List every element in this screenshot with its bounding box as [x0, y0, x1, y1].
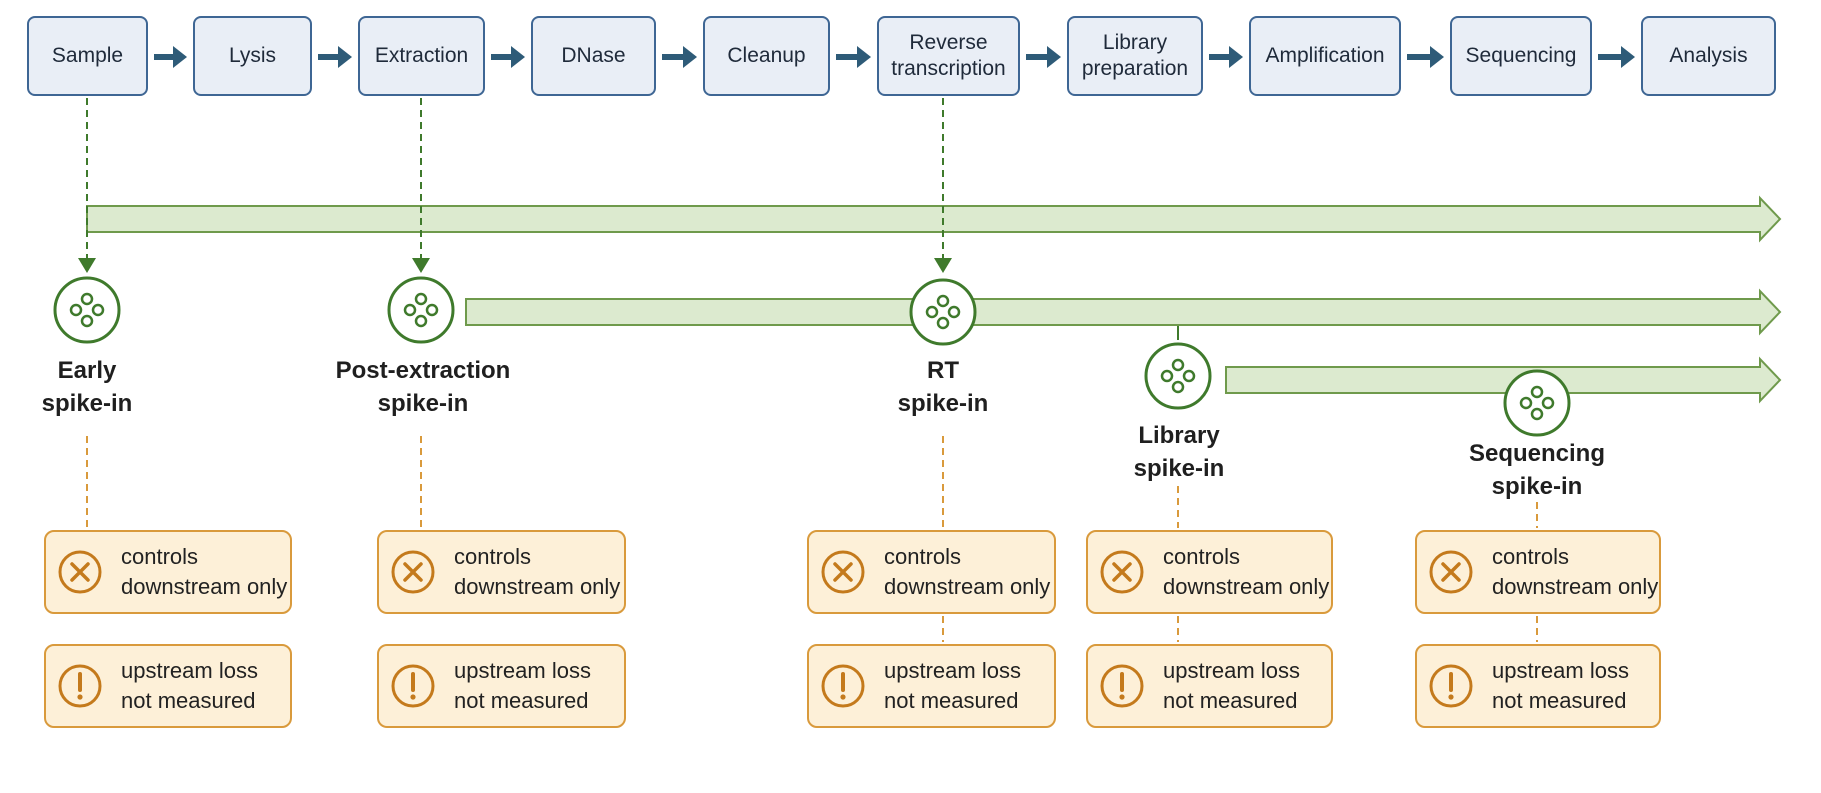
callout-text: controls downstream only [884, 544, 1051, 599]
arrow-right-icon [857, 46, 871, 68]
callout-upstream-rt: upstream loss not measured [807, 644, 1056, 728]
bead-icon [414, 314, 428, 328]
arrow-right-icon [1430, 46, 1444, 68]
callout-upstream-library: upstream loss not measured [1086, 644, 1333, 728]
spike-in-marker-sequencing [1503, 369, 1571, 437]
arrow-right-icon [1621, 46, 1635, 68]
bead-icon [1182, 369, 1196, 383]
callout-text: upstream loss not measured [884, 658, 1021, 713]
bead-icon [1171, 380, 1185, 394]
callout-controls-library: controls downstream only [1086, 530, 1333, 614]
callout-controls-early: controls downstream only [44, 530, 292, 614]
bead-icon [1519, 396, 1533, 410]
step-analysis: Analysis [1641, 16, 1776, 96]
spike-label-rt: RT spike-in [897, 357, 989, 417]
bead-icon [1530, 407, 1544, 421]
step-lysis: Lysis [193, 16, 312, 96]
coverage-arrow-post-extraction [465, 288, 1782, 336]
callout-text: controls downstream only [1163, 544, 1330, 599]
spike-in-marker-library [1144, 342, 1212, 410]
exclamation-circle-icon [58, 664, 102, 708]
bead-icon [947, 305, 961, 319]
step-sequencing: Sequencing [1450, 16, 1592, 96]
step-sample: Sample [27, 16, 148, 96]
callout-upstream-sequencing: upstream loss not measured [1415, 644, 1661, 728]
bead-icon [80, 292, 94, 306]
coverage-arrow-library [1225, 356, 1782, 404]
callout-controls-rt: controls downstream only [807, 530, 1056, 614]
x-circle-icon [1429, 550, 1473, 594]
exclamation-circle-icon [391, 664, 435, 708]
step-dnase: DNase [531, 16, 656, 96]
callout-text: controls downstream only [1492, 544, 1659, 599]
x-circle-icon [821, 550, 865, 594]
x-circle-icon [58, 550, 102, 594]
callout-text: controls downstream only [121, 544, 288, 599]
bead-icon [1541, 396, 1555, 410]
spike-in-marker-rt [909, 278, 977, 346]
bead-icon [425, 303, 439, 317]
step-library-preparation: Library preparation [1067, 16, 1203, 96]
spike-label-sequencing: Sequencing spike-in [1468, 440, 1606, 500]
callout-text: upstream loss not measured [121, 658, 258, 713]
step-reverse-transcription: Reverse transcription [877, 16, 1020, 96]
exclamation-circle-icon [1100, 664, 1144, 708]
bead-icon [414, 292, 428, 306]
spike-label-early: Early spike-in [41, 357, 133, 417]
coverage-arrow-early [86, 195, 1782, 243]
bead-icon [403, 303, 417, 317]
arrow-right-icon [1047, 46, 1061, 68]
bead-icon [80, 314, 94, 328]
bead-icon [936, 316, 950, 330]
exclamation-circle-icon [1429, 664, 1473, 708]
callout-text: upstream loss not measured [454, 658, 591, 713]
spike-in-marker-post-extraction [387, 276, 455, 344]
step-amplification: Amplification [1249, 16, 1401, 96]
callout-text: upstream loss not measured [1492, 658, 1629, 713]
bead-icon [91, 303, 105, 317]
callout-controls-post-extraction: controls downstream only [377, 530, 626, 614]
arrow-down-icon [412, 258, 430, 273]
callout-upstream-early: upstream loss not measured [44, 644, 292, 728]
x-circle-icon [1100, 550, 1144, 594]
spike-in-marker-early [53, 276, 121, 344]
arrow-right-icon [173, 46, 187, 68]
spike-label-post-extraction: Post-extraction spike-in [335, 357, 511, 417]
callout-controls-sequencing: controls downstream only [1415, 530, 1661, 614]
step-cleanup: Cleanup [703, 16, 830, 96]
bead-icon [1530, 385, 1544, 399]
step-extraction: Extraction [358, 16, 485, 96]
exclamation-circle-icon [821, 664, 865, 708]
callout-upstream-post-extraction: upstream loss not measured [377, 644, 626, 728]
callout-text: upstream loss not measured [1163, 658, 1300, 713]
arrow-down-icon [78, 258, 96, 273]
arrow-right-icon [1229, 46, 1243, 68]
bead-icon [1160, 369, 1174, 383]
bead-icon [69, 303, 83, 317]
callout-text: controls downstream only [454, 544, 621, 599]
bead-icon [936, 294, 950, 308]
x-circle-icon [391, 550, 435, 594]
bead-icon [1171, 358, 1185, 372]
arrow-down-icon [934, 258, 952, 273]
arrow-right-icon [683, 46, 697, 68]
spike-label-library: Library spike-in [1133, 422, 1225, 482]
arrow-right-icon [511, 46, 525, 68]
bead-icon [925, 305, 939, 319]
arrow-right-icon [338, 46, 352, 68]
